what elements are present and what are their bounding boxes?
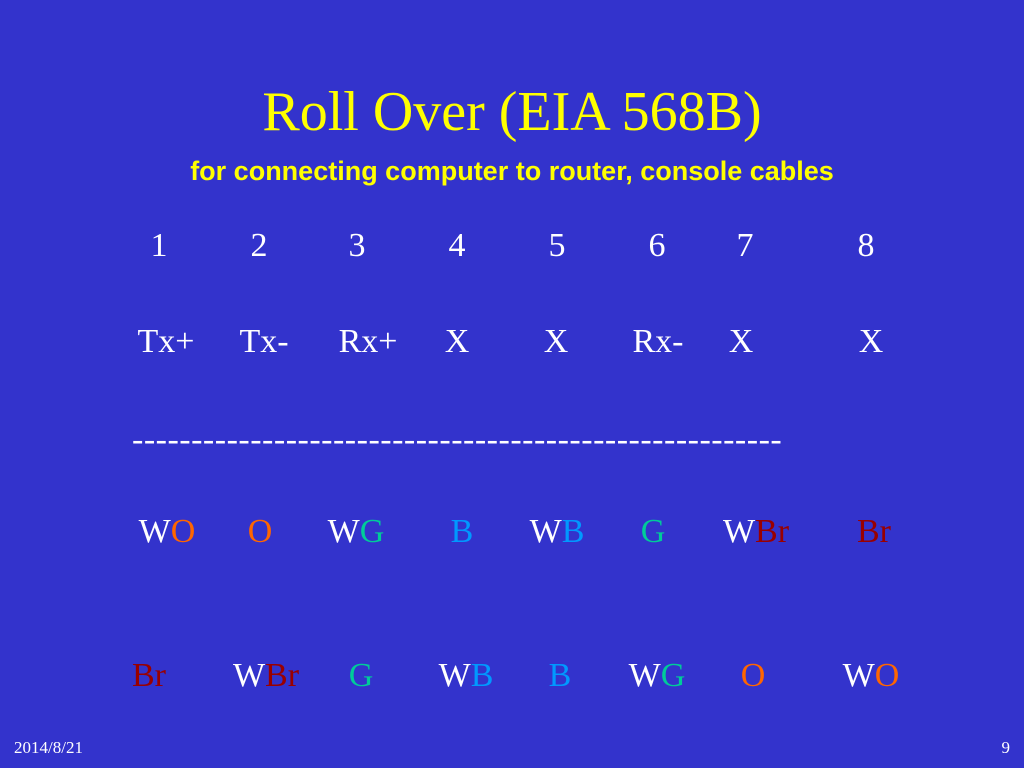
pin-number: 8 — [857, 227, 875, 264]
wire-color-segment: G — [359, 513, 385, 550]
wire-color-segment: G — [348, 657, 374, 694]
wire-color-segment: O — [170, 513, 196, 550]
pin-number: 1 — [150, 227, 168, 264]
pin-signal: Tx+ — [137, 323, 195, 360]
wire-color-segment: W — [842, 657, 875, 694]
wire-color-segment: G — [660, 657, 686, 694]
wire-color-segment: W — [529, 513, 562, 550]
wire-color-segment: W — [327, 513, 360, 550]
pin-number: 7 — [736, 227, 754, 264]
pin-signal: X — [858, 323, 884, 360]
wire-color-cell: G — [641, 512, 666, 552]
wire-color-cell: WBr — [723, 512, 789, 552]
wire-color-segment: B — [548, 657, 572, 694]
slide-title: Roll Over (EIA 568B) — [262, 81, 762, 143]
wire-color-cell: WG — [328, 512, 385, 552]
wire-color-segment: Br — [755, 513, 790, 550]
pin-number: 3 — [348, 227, 366, 264]
wire-color-cell: Br — [132, 656, 166, 696]
slide-subtitle: for connecting computer to router, conso… — [190, 156, 834, 186]
wire-color-segment: W — [232, 657, 266, 694]
wire-color-cell: Br — [857, 512, 891, 552]
wire-color-cell: G — [349, 656, 374, 696]
pin-signal: Tx- — [239, 323, 289, 360]
pin-signal: X — [728, 323, 754, 360]
wire-color-cell: O — [741, 656, 766, 696]
pin-number-row: 1 2 3 4 5 6 7 8 — [0, 226, 1024, 276]
wire-color-segment: W — [722, 513, 756, 550]
wire-color-cell: WO — [843, 656, 900, 696]
wire-color-segment: B — [450, 513, 474, 550]
wire-color-cell: O — [248, 512, 273, 552]
slide-date: 2014/8/21 — [14, 738, 83, 757]
wire-color-segment: O — [247, 513, 273, 550]
pin-signal: Rx- — [632, 323, 684, 360]
pin-signal: X — [444, 323, 470, 360]
pin-number: 5 — [548, 227, 566, 264]
wire-color-segment: Br — [265, 657, 300, 694]
pin-signal: X — [543, 323, 569, 360]
wire-color-segment: W — [628, 657, 661, 694]
wire-color-cell: WBr — [233, 656, 299, 696]
pin-number: 4 — [448, 227, 466, 264]
wire-color-cell: B — [451, 512, 474, 552]
wire-color-segment: W — [138, 513, 171, 550]
pin-signal: Rx+ — [338, 323, 398, 360]
wire-color-segment: Br — [132, 657, 166, 694]
wire-color-segment: W — [438, 657, 471, 694]
wire-color-cell: WB — [530, 512, 585, 552]
pin-number: 2 — [250, 227, 268, 264]
slide-page-number: 9 — [1001, 738, 1011, 757]
divider-line: ----------------------------------------… — [132, 421, 783, 458]
wire-color-segment: G — [640, 513, 666, 550]
wire-color-segment: O — [874, 657, 900, 694]
wire-color-segment: O — [740, 657, 766, 694]
pin-number: 6 — [648, 227, 666, 264]
wire-color-cell: B — [549, 656, 572, 696]
signal-row: Tx+ Tx- Rx+ X X Rx- X X — [0, 322, 1024, 372]
wire-color-cell: WG — [629, 656, 686, 696]
wire-color-segment: B — [561, 513, 585, 550]
wire-color-segment: Br — [857, 513, 891, 550]
wire-color-cell: WB — [439, 656, 494, 696]
wire-color-segment: B — [470, 657, 494, 694]
wire-color-cell: WO — [139, 512, 196, 552]
